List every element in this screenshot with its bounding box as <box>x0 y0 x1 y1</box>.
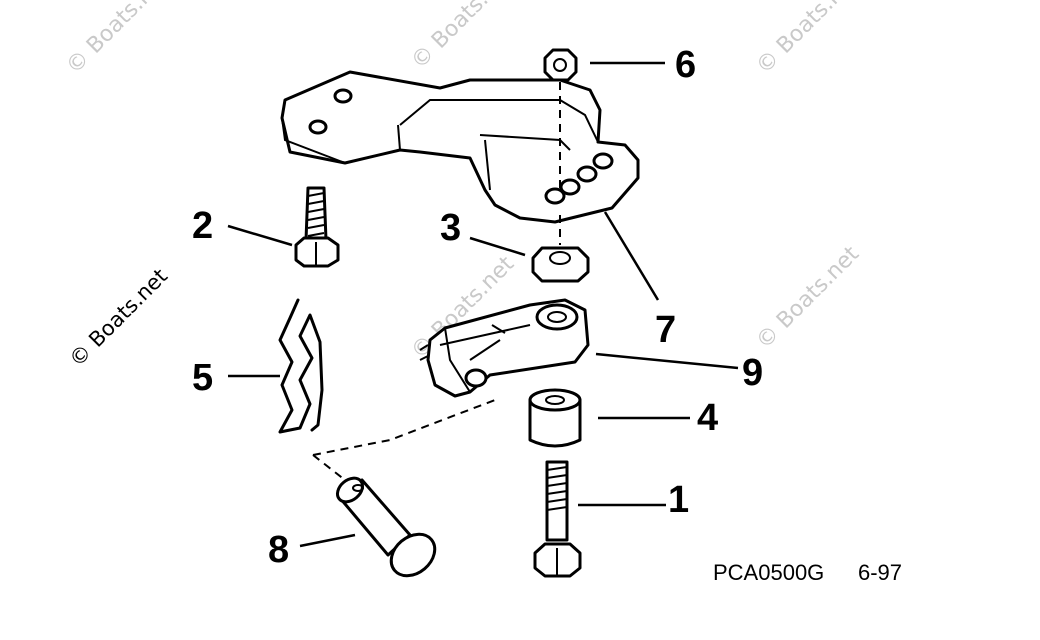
assembly-line-2 <box>312 454 346 481</box>
callout-4: 4 <box>697 397 718 439</box>
locknut-part <box>543 48 578 190</box>
clip-part <box>278 298 324 434</box>
callout-2: 2 <box>192 205 213 247</box>
assembly-line <box>312 399 496 456</box>
watermark-6: © Boats.net <box>752 241 865 354</box>
watermarks: © Boats.net © Boats.net © Boats.net © Bo… <box>62 0 865 372</box>
callout-8: 8 <box>268 529 289 571</box>
figure-code: PCA0500G <box>713 560 824 585</box>
callout-9: 9 <box>742 352 763 394</box>
callout-6: 6 <box>675 44 696 86</box>
watermark-2: © Boats.net <box>407 0 520 74</box>
callout-7: 7 <box>655 309 676 351</box>
clevis-part <box>419 298 590 398</box>
watermark-4: © Boats.net <box>65 264 173 372</box>
watermark-3: © Boats.net <box>752 0 865 79</box>
nut-part <box>531 215 590 283</box>
shoulder-bolt-part <box>533 460 582 578</box>
callouts: 6 2 3 7 5 9 4 1 8 <box>192 44 763 571</box>
callout-5: 5 <box>192 357 213 399</box>
callout-1: 1 <box>668 479 689 521</box>
bolt-part <box>294 186 340 268</box>
clevis-pin-part <box>335 476 437 578</box>
leader-lines <box>227 61 739 548</box>
callout-3: 3 <box>440 207 461 249</box>
watermark-1: © Boats.net <box>62 0 175 79</box>
bushing-part <box>528 388 582 448</box>
revision-code: 6-97 <box>858 560 902 585</box>
bracket-part <box>280 70 640 224</box>
